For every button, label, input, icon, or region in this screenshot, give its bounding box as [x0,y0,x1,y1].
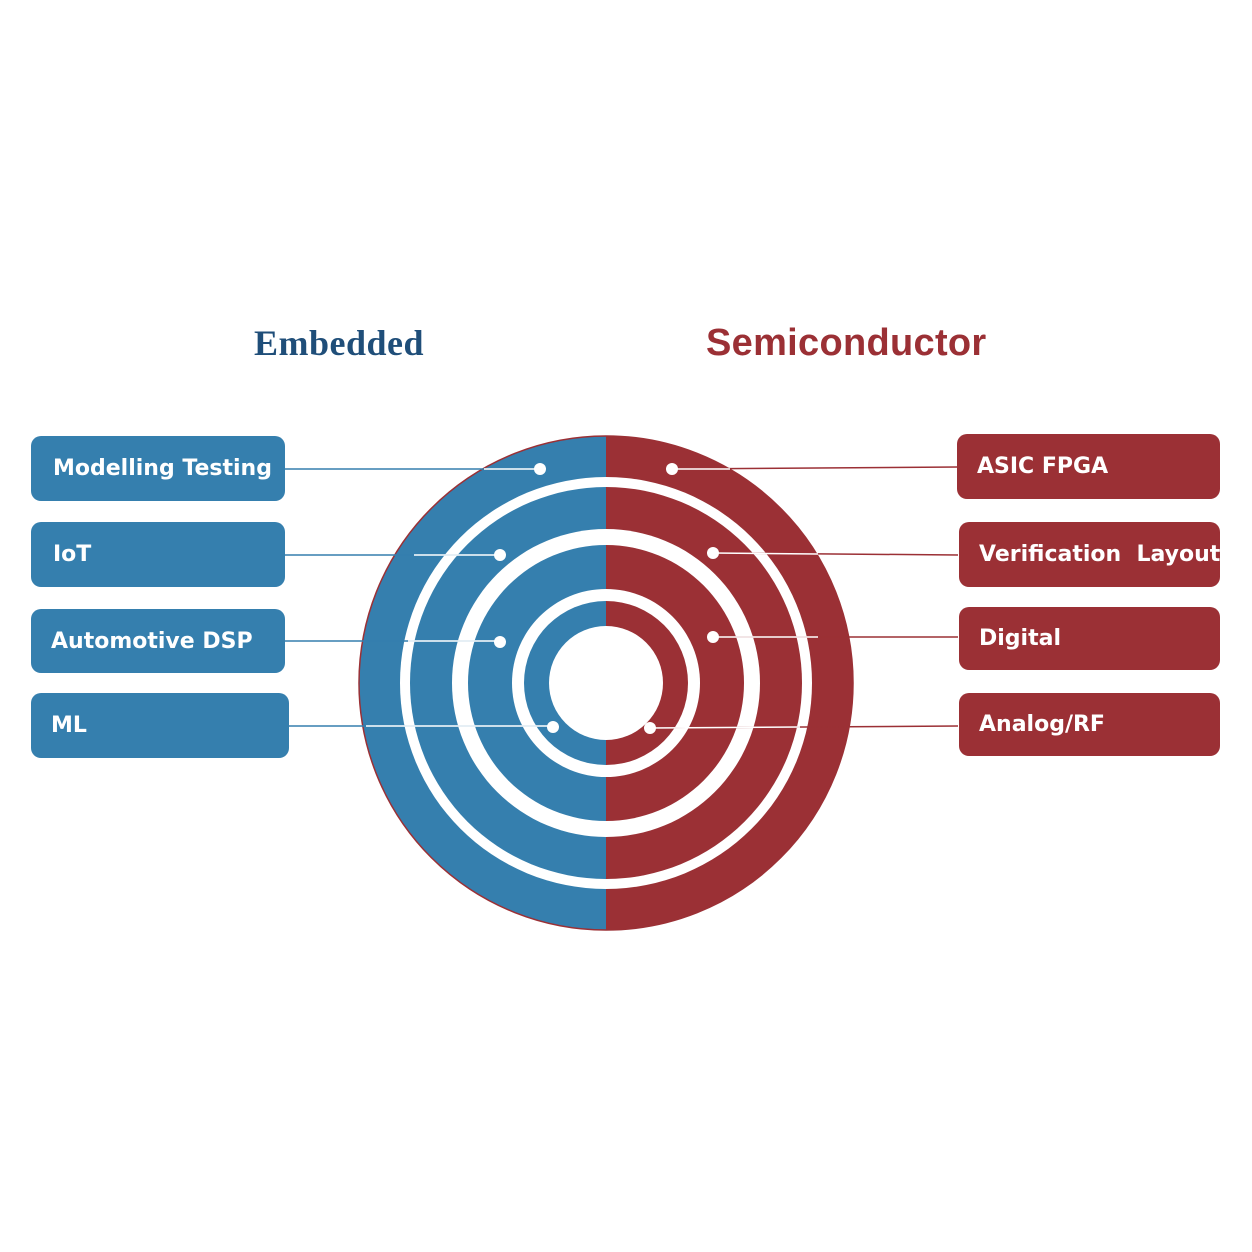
dot-left-4 [547,721,559,733]
semiconductor-item-asic-fpga: ASIC FPGA [957,434,1220,499]
semiconductor-item-digital: Digital [959,607,1220,670]
dot-right-2 [707,547,719,559]
semiconductor-title: Semiconductor [706,322,987,364]
embedded-item-ml: ML [31,693,289,758]
semiconductor-item-verification-layout: Verification Layout [959,522,1220,587]
dot-left-3 [494,636,506,648]
semiconductor-item-analog-rf: Analog/RF [959,693,1220,756]
embedded-title: Embedded [254,323,425,363]
dot-right-3 [707,631,719,643]
dot-left-2 [494,549,506,561]
dot-right-1 [666,463,678,475]
dot-left-1 [534,463,546,475]
embedded-item-modelling-testing: Modelling Testing [31,436,285,501]
embedded-item-iot: IoT [31,522,285,587]
dot-right-4 [644,722,656,734]
embedded-item-automotive-dsp: Automotive DSP [31,609,285,673]
